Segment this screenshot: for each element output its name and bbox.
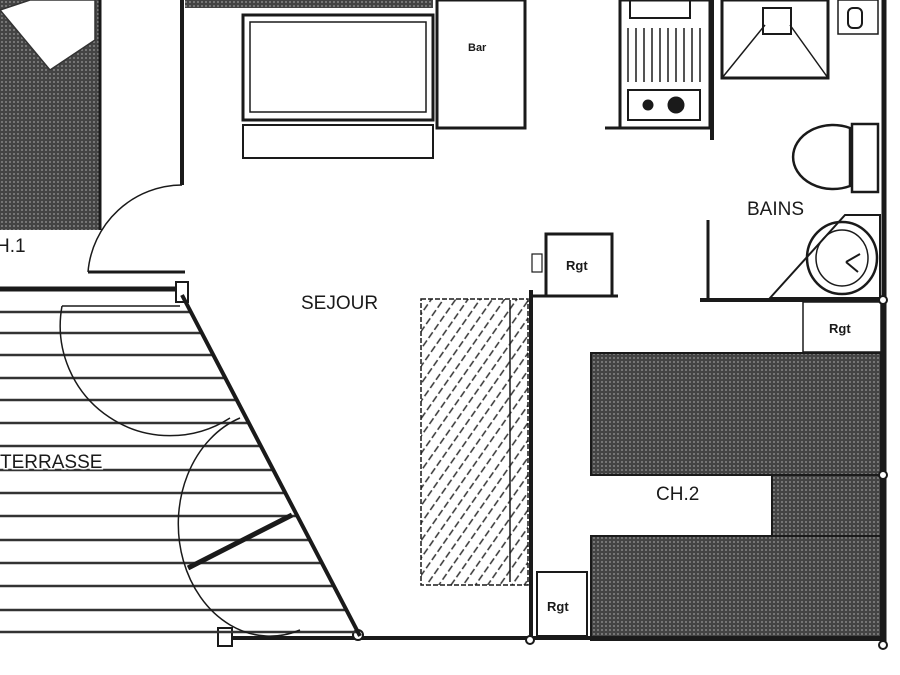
label-terrasse: TERRASSE bbox=[0, 452, 102, 473]
bar-counter bbox=[435, 0, 527, 130]
burner-icon bbox=[642, 99, 654, 111]
ch2-bed-top bbox=[590, 352, 882, 476]
terrace-decking bbox=[0, 310, 358, 634]
ch1-bed-corner bbox=[0, 0, 96, 71]
shower bbox=[720, 0, 830, 80]
label-bar: Bar bbox=[468, 42, 487, 54]
label-bains: BAINS bbox=[747, 199, 804, 220]
toilet bbox=[791, 123, 852, 191]
label-ch1: H.1 bbox=[0, 236, 26, 257]
label-rgt-ch2: Rgt bbox=[547, 599, 569, 614]
bathroom-shelf bbox=[837, 0, 879, 35]
kitchen-unit bbox=[618, 0, 712, 130]
label-rgt-bains: Rgt bbox=[829, 321, 851, 336]
sink bbox=[805, 220, 879, 296]
cooktop bbox=[627, 89, 701, 121]
label-sejour: SEJOUR bbox=[301, 293, 378, 314]
sofa bbox=[241, 13, 435, 122]
rgt-cabinet-ch2 bbox=[536, 571, 588, 637]
terrace-door-swing bbox=[177, 417, 301, 637]
terrace-door-swing bbox=[59, 305, 231, 437]
coffee-table bbox=[242, 124, 434, 159]
ch2-bed-bottom bbox=[590, 535, 882, 641]
ch1-door-swing bbox=[87, 184, 183, 273]
burner-icon bbox=[667, 96, 685, 114]
terrace-diagonal-wall bbox=[180, 294, 362, 637]
wardrobe bbox=[420, 298, 529, 586]
label-ch2: CH.2 bbox=[656, 484, 699, 505]
label-rgt-sejour: Rgt bbox=[566, 258, 588, 273]
